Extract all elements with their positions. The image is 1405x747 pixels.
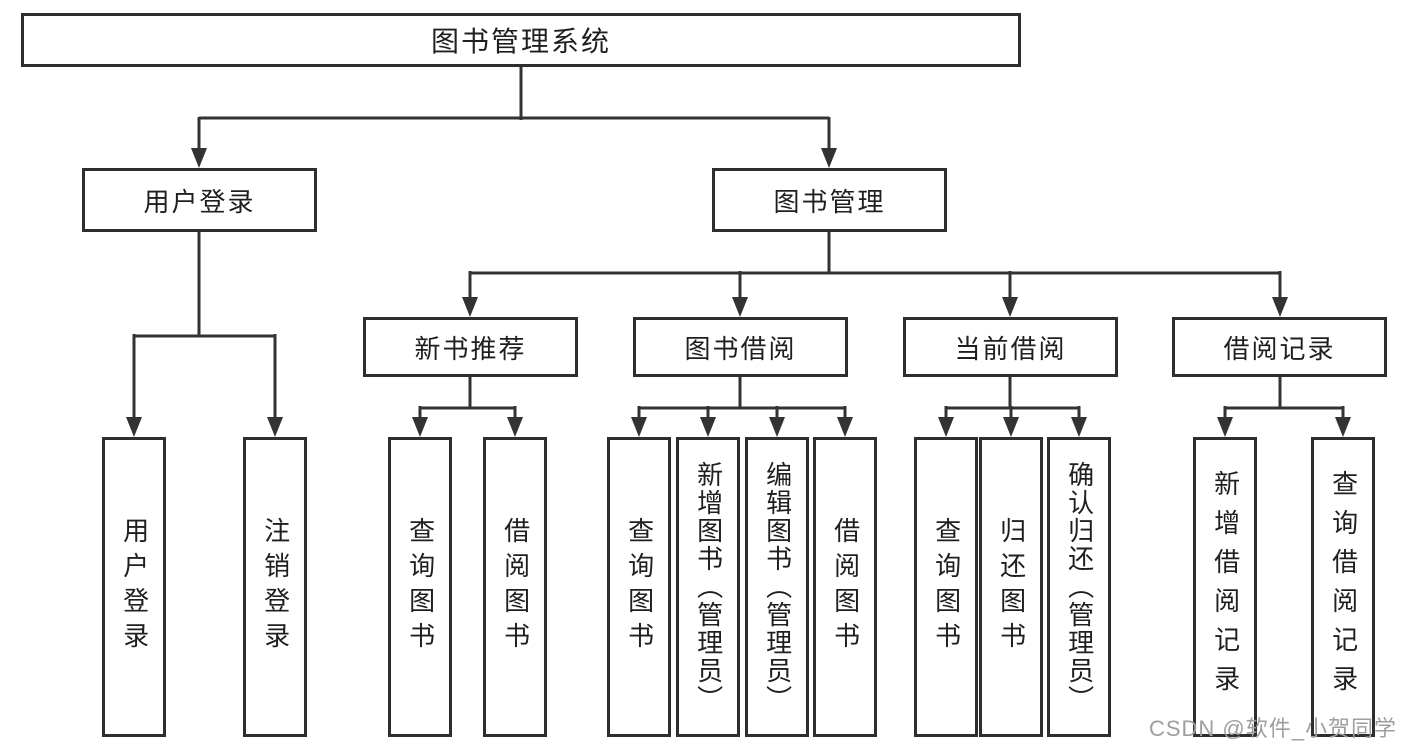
leaf-query-books-borrow: 查询图书: [607, 437, 671, 737]
leaf-label: 新增图书（管理员）: [693, 461, 724, 713]
leaf-add-borrow-record: 新增借阅记录: [1193, 437, 1257, 737]
leaf-label: 查询图书: [405, 517, 436, 657]
node-borrow-records: 借阅记录: [1172, 317, 1387, 377]
node-library-system: 图书管理系统: [21, 13, 1021, 67]
leaf-label: 编辑图书（管理员）: [762, 461, 793, 713]
leaf-borrow-books-borrow: 借阅图书: [813, 437, 877, 737]
leaf-logout: 注销登录: [243, 437, 307, 737]
leaf-label: 查询借阅记录: [1328, 470, 1359, 704]
node-user-login: 用户登录: [82, 168, 317, 232]
leaf-query-books-recommend: 查询图书: [388, 437, 452, 737]
leaf-return-book: 归还图书: [979, 437, 1043, 737]
leaf-label: 查询图书: [931, 517, 962, 657]
leaf-query-borrow-record: 查询借阅记录: [1311, 437, 1375, 737]
node-book-management: 图书管理: [712, 168, 947, 232]
node-new-book-recommend: 新书推荐: [363, 317, 578, 377]
leaf-borrow-books-recommend: 借阅图书: [483, 437, 547, 737]
csdn-watermark: CSDN @软件_小贺同学: [1148, 716, 1397, 741]
leaf-label: 借阅图书: [500, 517, 531, 657]
node-current-borrow: 当前借阅: [903, 317, 1118, 377]
leaf-label: 借阅图书: [830, 517, 861, 657]
leaf-user-login: 用户登录: [102, 437, 166, 737]
leaf-add-book-admin: 新增图书（管理员）: [676, 437, 740, 737]
leaf-label: 确认归还（管理员）: [1064, 461, 1095, 713]
leaf-label: 用户登录: [119, 517, 150, 657]
leaf-label: 注销登录: [260, 517, 291, 657]
leaf-query-books-current: 查询图书: [914, 437, 978, 737]
leaf-confirm-return-admin: 确认归还（管理员）: [1047, 437, 1111, 737]
leaf-label: 归还图书: [996, 517, 1027, 657]
leaf-edit-book-admin: 编辑图书（管理员）: [745, 437, 809, 737]
leaf-label: 查询图书: [624, 517, 655, 657]
node-book-borrow: 图书借阅: [633, 317, 848, 377]
leaf-label: 新增借阅记录: [1210, 470, 1241, 704]
